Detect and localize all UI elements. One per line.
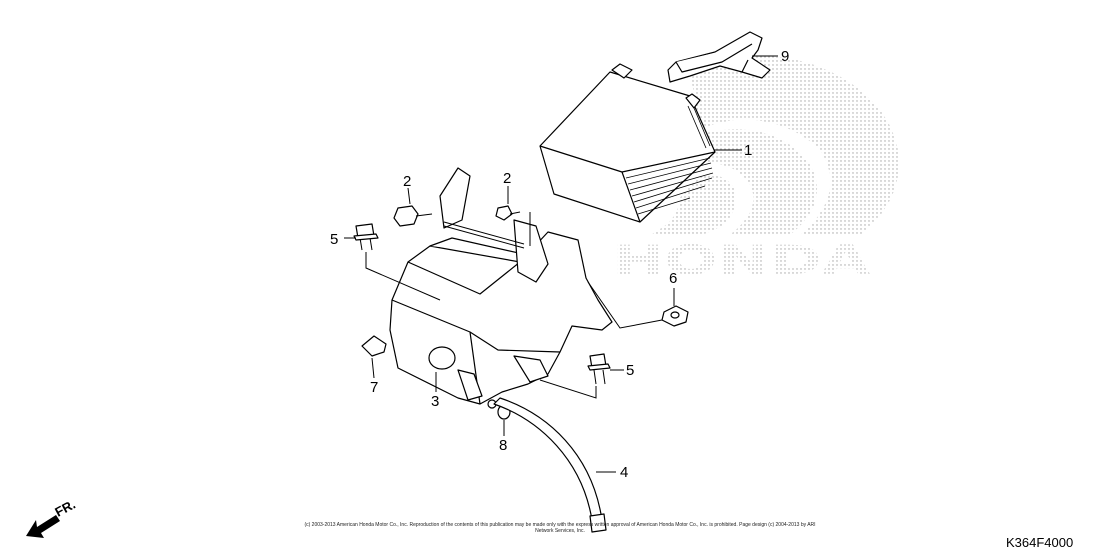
callout-7: 7: [370, 379, 378, 396]
bolt-right: [587, 353, 611, 385]
honda-wing-watermark: HONDA: [612, 55, 899, 284]
battery: [539, 63, 716, 223]
callout-8: 8: [499, 437, 507, 454]
battery-case: [389, 167, 613, 409]
battery-strap: [667, 31, 771, 83]
clip-7: [361, 335, 387, 357]
leader-lines: [344, 55, 778, 473]
callout-5-right: 5: [626, 362, 634, 379]
front-arrow-icon: [26, 515, 60, 538]
callout-2-left: 2: [403, 173, 411, 190]
clip-right: [495, 205, 521, 221]
bolt-left: [353, 223, 379, 251]
breather-tube: [493, 397, 607, 533]
callout-3: 3: [431, 393, 439, 410]
callout-2-right: 2: [503, 170, 511, 187]
copyright-notice: (c) 2003-2013 American Honda Motor Co., …: [304, 522, 816, 534]
honda-watermark-text: HONDA: [612, 238, 870, 284]
callout-4: 4: [620, 464, 628, 481]
callout-5-left: 5: [330, 231, 338, 248]
nut-clip: [661, 305, 689, 327]
catalog-code: K364F4000: [1006, 535, 1074, 550]
front-direction-indicator: FR.: [26, 497, 78, 538]
clip-left: [393, 205, 433, 227]
callout-1: 1: [744, 142, 752, 159]
callout-6: 6: [669, 270, 677, 287]
callout-9: 9: [781, 48, 789, 65]
